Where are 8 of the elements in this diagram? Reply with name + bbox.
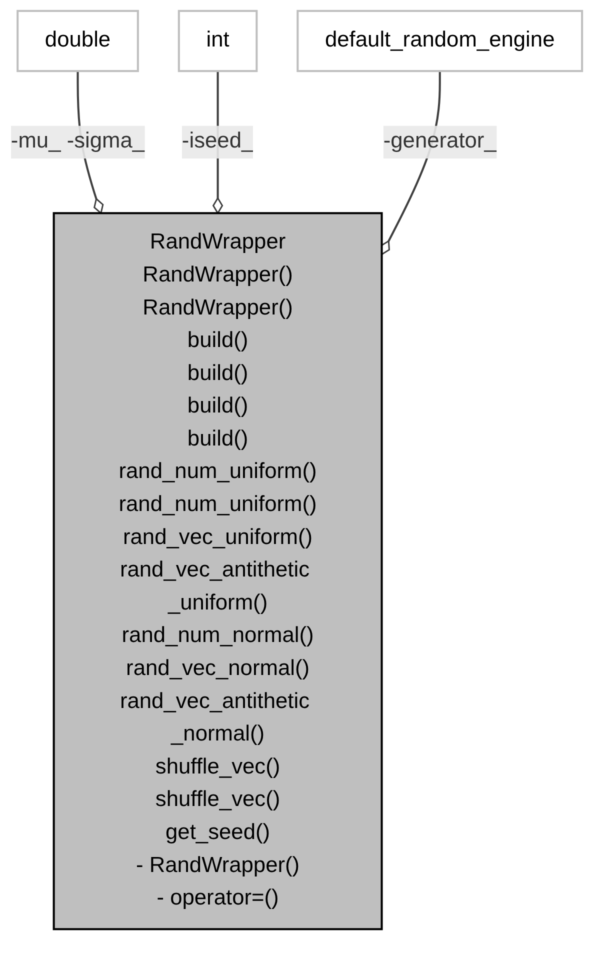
node-box: [178, 10, 258, 72]
edge-label: -generator_: [383, 130, 496, 154]
collaboration-diagram: -mu_ -sigma_ -iseed_ -generator_ double int default_random_engine RandWrapper RandWrapper() RandWrapper() build() build() build() build() rand_num_uniform() rand_num_uniform() rand_vec_uniform() rand_vec_antithetic _uniform() rand_num_normal() rand_vec_normal() rand_vec_antithetic _normal() shuffle_vec() shuffle_vec() get_seed() - RandWrapper() - operator=(): [0, 0, 593, 940]
node-box: [16, 10, 139, 72]
edge-label: -iseed_: [182, 130, 254, 154]
edge-label: -mu_ -sigma_: [10, 130, 145, 154]
node-box: [52, 212, 383, 930]
node-box: [296, 10, 584, 72]
